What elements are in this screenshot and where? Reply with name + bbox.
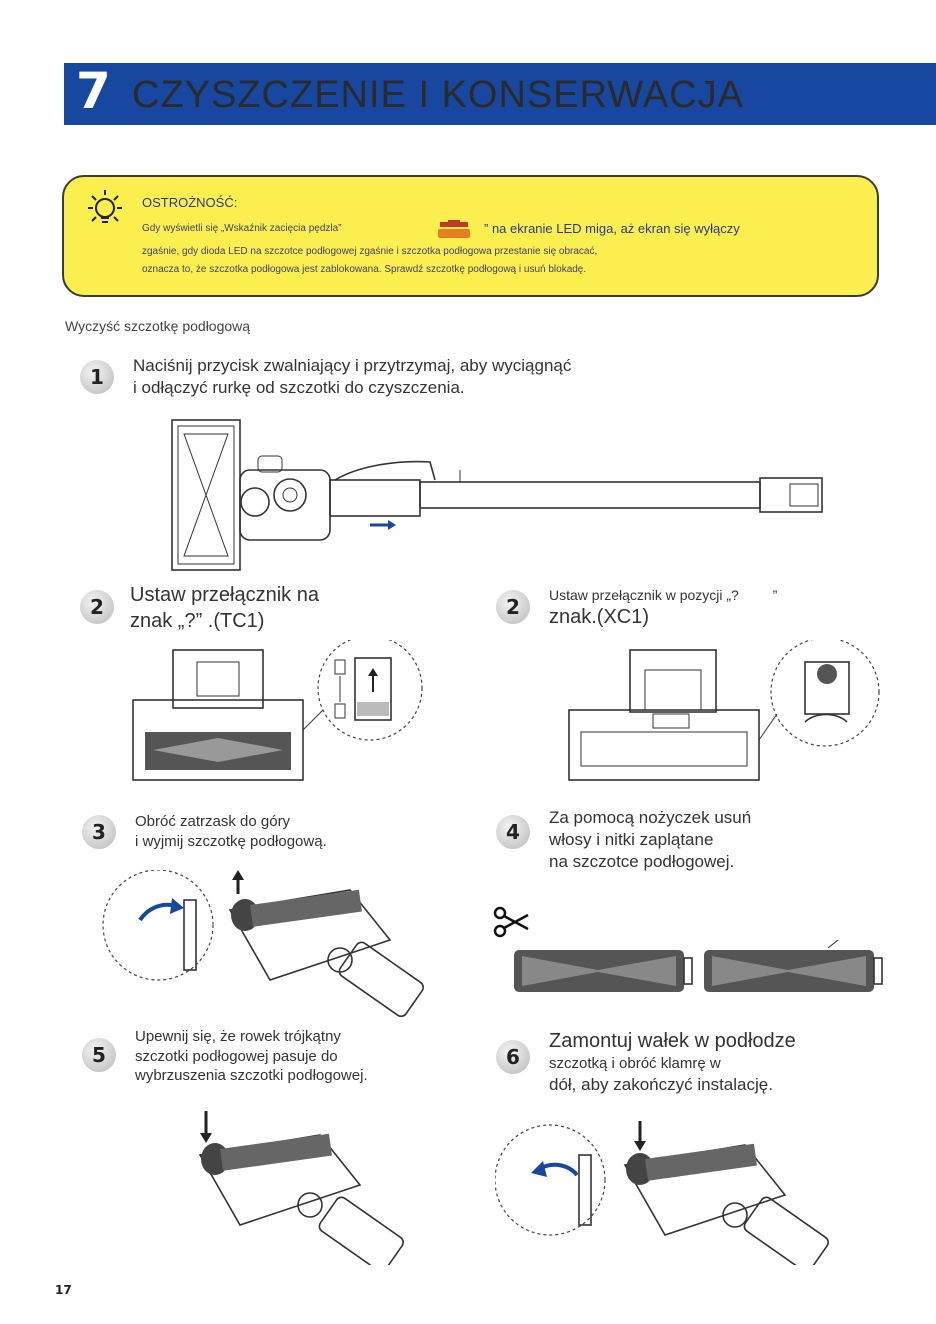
step-2a-line-1: Ustaw przełącznik na <box>130 584 319 606</box>
step-5-number: 5 <box>82 1038 116 1072</box>
step-1-line-1: Naciśnij przycisk zwalniający i przytrzy… <box>133 356 572 375</box>
step-5-line-2: szczotki podłogowej pasuje do <box>135 1047 338 1065</box>
step-1-number: 1 <box>80 360 114 394</box>
step-6-line-1: Zamontuj wałek w podłodze <box>549 1030 796 1052</box>
step-6-text: Zamontuj wałek w podłodze szczotką i obr… <box>549 1028 796 1096</box>
step-2b-illustration <box>568 640 880 781</box>
step-4-line-1: Za pomocą nożyczek usuń <box>549 808 752 827</box>
step-4-text: Za pomocą nożyczek usuń włosy i nitki za… <box>549 807 751 873</box>
step-4-illustration <box>514 940 883 992</box>
step-4-line-3: na szczotce podłogowej. <box>549 852 735 872</box>
page-number: 17 <box>55 1283 72 1297</box>
step-2a-text: Ustaw przełącznik na znak „?” .(TC1) <box>130 582 319 634</box>
caution-line-2: zgaśnie, gdy dioda LED na szczotce podło… <box>142 246 598 257</box>
step-2b-line-1: Ustaw przełącznik w pozycji „? <box>549 587 739 603</box>
lightbulb-icon <box>88 190 122 223</box>
caution-box <box>62 175 879 297</box>
step-5-illustration <box>198 1111 404 1265</box>
step-6-number: 6 <box>496 1040 530 1074</box>
caution-line-1-big: ” na ekranie LED miga, aż ekran się wyłą… <box>484 221 740 236</box>
scissors-icon <box>493 906 529 938</box>
step-6-line-3: dół, aby zakończyć instalację. <box>549 1074 773 1094</box>
step-3-text: Obróć zatrzask do góry i wyjmij szczotkę… <box>135 812 327 851</box>
step-2b-line-2: znak.(XC1) <box>549 606 650 629</box>
step-2b-text: Ustaw przełącznik w pozycji „? ” znak.(X… <box>549 586 777 630</box>
step-1-text: Naciśnij przycisk zwalniający i przytrzy… <box>133 355 571 399</box>
step-2a-line-2: znak „?” .(TC1) <box>130 610 265 632</box>
brush-jam-indicator-icon <box>438 220 470 238</box>
step-5-line-3: wybrzuszenia szczotki podłogowej. <box>135 1067 368 1084</box>
step-2a-illustration <box>132 640 423 781</box>
caution-line-1-small: Gdy wyświetli się „Wskaźnik zacięcia pęd… <box>142 223 342 234</box>
step-4-number: 4 <box>496 815 530 849</box>
caution-line-3: oznacza to, że szczotka podłogowa jest z… <box>142 264 587 275</box>
step-3-illustration <box>102 870 424 1018</box>
section-title: CZYSZCZENIE I KONSERWACJA <box>132 74 744 116</box>
step-3-number: 3 <box>82 815 116 849</box>
step-3-line-2: i wyjmij szczotkę podłogową. <box>135 832 327 850</box>
step-5-text: Upewnij się, że rowek trójkątny szczotki… <box>135 1027 368 1086</box>
caution-title: OSTROŻNOŚĆ: <box>142 195 238 210</box>
step-2b-line-1-end: ” <box>772 587 778 603</box>
step-5-line-1: Upewnij się, że rowek trójkątny <box>135 1028 341 1045</box>
step-2a-number: 2 <box>80 590 114 624</box>
step-4-line-2: włosy i nitki zaplątane <box>549 830 714 850</box>
step-6-line-2: szczotką i obróć klamrę w <box>549 1055 721 1072</box>
lead-text: Wyczyść szczotkę podłogową <box>65 318 251 334</box>
step-2b-number: 2 <box>496 590 530 624</box>
step-1-illustration <box>171 419 823 571</box>
step-3-line-1: Obróć zatrzask do góry <box>135 813 291 830</box>
section-number: 7 <box>76 62 111 120</box>
step-6-illustration <box>495 1121 829 1265</box>
section-header-bar <box>64 63 936 125</box>
step-1-line-2: i odłączyć rurkę od szczotki do czyszcze… <box>133 378 465 398</box>
